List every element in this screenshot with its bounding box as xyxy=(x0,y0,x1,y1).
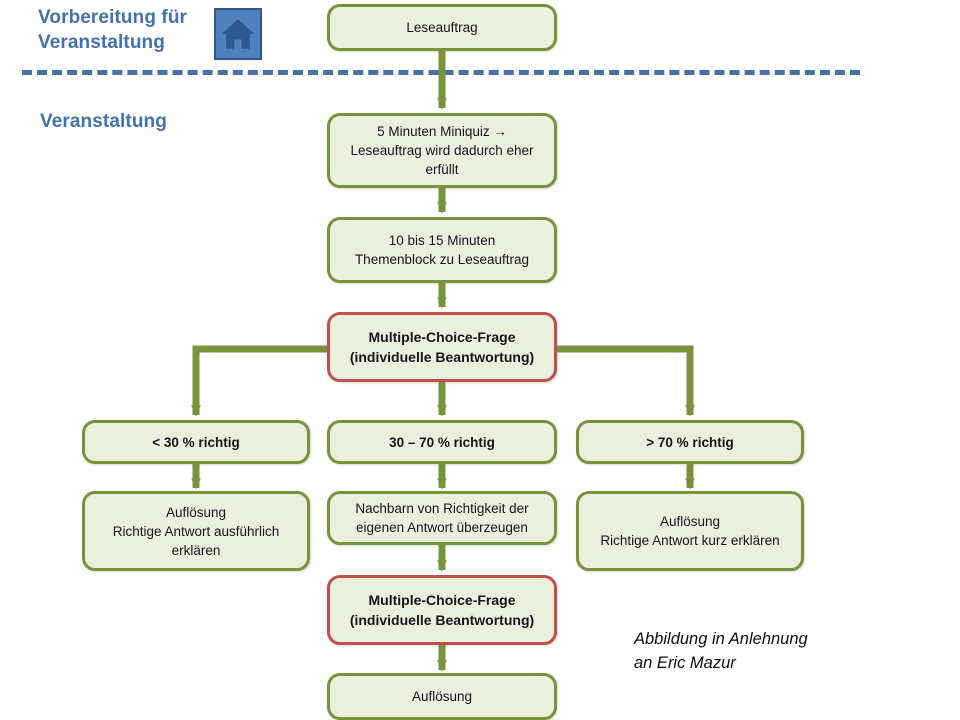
node-result-above-70[interactable]: Auflösung Richtige Antwort kurz erklären xyxy=(576,491,804,571)
home-icon xyxy=(214,8,262,60)
node-label: Auflösung Richtige Antwort ausführlich e… xyxy=(112,504,280,558)
node-branch-above-70[interactable]: > 70 % richtig xyxy=(576,420,804,464)
caption-line-2: an Eric Mazur xyxy=(634,654,736,672)
node-label: Multiple-Choice-Frage (individuelle Bean… xyxy=(349,329,535,365)
node-final-aufloesung[interactable]: Auflösung xyxy=(327,673,557,720)
node-multiple-choice-first[interactable]: Multiple-Choice-Frage (individuelle Bean… xyxy=(327,312,557,382)
node-miniquiz[interactable]: 5 Minuten Miniquiz → Leseauftrag wird da… xyxy=(327,113,557,188)
phase-label-event: Veranstaltung xyxy=(40,111,167,132)
node-result-30-to-70[interactable]: Nachbarn von Richtigkeit der eigenen Ant… xyxy=(327,491,557,545)
node-label: Auflösung xyxy=(411,689,473,704)
phase-label-preparation: Vorbereitung für Veranstaltung xyxy=(38,7,188,53)
phase-divider-line xyxy=(22,70,860,75)
node-multiple-choice-second[interactable]: Multiple-Choice-Frage (individuelle Bean… xyxy=(327,575,557,645)
caption-line-1: Abbildung in Anlehnung xyxy=(634,630,808,648)
node-label: 30 – 70 % richtig xyxy=(389,434,495,450)
node-result-below-30[interactable]: Auflösung Richtige Antwort ausführlich e… xyxy=(82,491,310,571)
node-label: 10 bis 15 Minuten Themenblock zu Leseauf… xyxy=(354,233,530,267)
node-label: 5 Minuten Miniquiz → Leseauftrag wird da… xyxy=(350,124,534,177)
node-leseauftrag[interactable]: Leseauftrag xyxy=(327,4,557,51)
figure-caption: Abbildung in Anlehnung an Eric Mazur xyxy=(634,627,864,675)
node-label: Leseauftrag xyxy=(406,20,478,35)
node-label: < 30 % richtig xyxy=(152,434,240,450)
node-branch-below-30[interactable]: < 30 % richtig xyxy=(82,420,310,464)
node-label: > 70 % richtig xyxy=(646,434,734,450)
node-themenblock[interactable]: 10 bis 15 Minuten Themenblock zu Leseauf… xyxy=(327,217,557,283)
node-label: Auflösung Richtige Antwort kurz erklären xyxy=(600,514,780,548)
node-label: Multiple-Choice-Frage (individuelle Bean… xyxy=(349,592,535,628)
node-branch-30-to-70[interactable]: 30 – 70 % richtig xyxy=(327,420,557,464)
node-label: Nachbarn von Richtigkeit der eigenen Ant… xyxy=(355,501,529,535)
